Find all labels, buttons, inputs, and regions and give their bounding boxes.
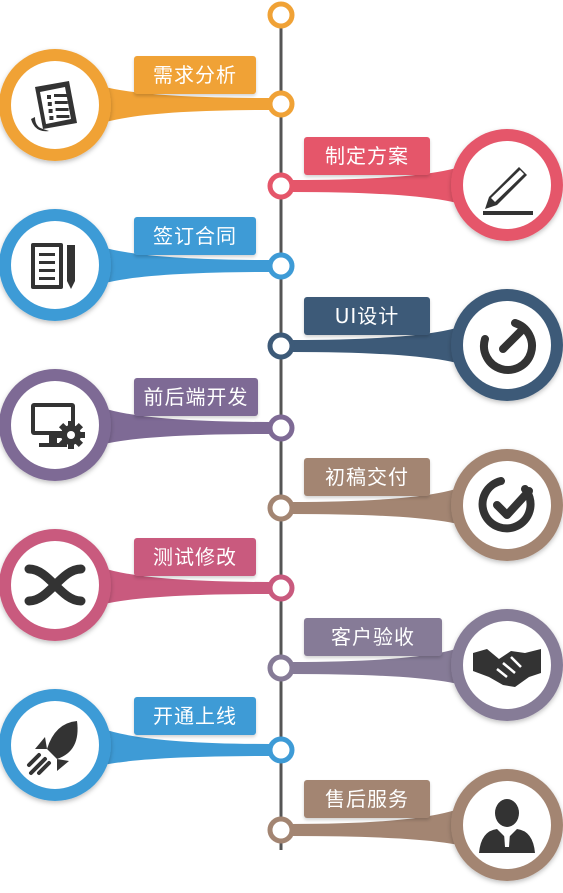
step-connector	[291, 799, 477, 851]
step-connector	[291, 159, 477, 211]
step-connector	[291, 479, 477, 531]
step-label-4: UI设计	[304, 297, 430, 335]
contract-pencil-icon	[31, 243, 75, 289]
power-dial-icon	[479, 319, 536, 374]
pen-icon	[483, 167, 533, 215]
step-connector	[291, 639, 477, 691]
crossing-arrows-icon	[24, 564, 86, 606]
timeline-node	[267, 654, 295, 682]
timeline-node	[267, 736, 295, 764]
step-label-2: 制定方案	[304, 137, 430, 175]
step-connector	[291, 319, 477, 371]
timeline-node	[267, 90, 295, 118]
rocket-icon	[27, 721, 78, 775]
step-connector	[85, 399, 271, 451]
step-1	[0, 49, 295, 161]
timeline-node	[267, 494, 295, 522]
step-label-9: 开通上线	[134, 697, 256, 735]
step-label-7: 测试修改	[134, 538, 256, 576]
step-6	[267, 449, 563, 561]
step-label-8: 客户验收	[304, 618, 442, 656]
step-label-10: 售后服务	[304, 780, 430, 818]
step-connector	[85, 79, 271, 131]
handshake-icon	[473, 649, 541, 687]
timeline-node	[267, 574, 295, 602]
step-label-6: 初稿交付	[304, 458, 430, 496]
timeline-node	[267, 816, 295, 844]
step-7	[0, 529, 295, 641]
monitor-gear-icon	[31, 403, 85, 449]
step-connector	[85, 559, 271, 611]
timeline-node	[267, 252, 295, 280]
step-connector	[85, 239, 271, 291]
step-label-1: 需求分析	[134, 56, 256, 94]
step-10	[267, 769, 563, 881]
document-list-icon	[31, 81, 77, 132]
step-5	[0, 369, 295, 481]
step-3	[0, 209, 295, 321]
customer-service-icon	[479, 799, 535, 853]
step-9	[0, 689, 295, 801]
step-4	[267, 289, 563, 401]
timeline-start-node	[267, 1, 295, 29]
step-label-3: 签订合同	[134, 217, 256, 255]
check-circle-icon	[478, 477, 535, 533]
timeline-node	[267, 414, 295, 442]
timeline-node	[267, 172, 295, 200]
step-label-5: 前后端开发	[134, 378, 258, 416]
step-circle-inner	[463, 461, 551, 549]
step-connector	[85, 719, 271, 771]
step-8	[267, 609, 563, 721]
timeline-node	[267, 332, 295, 360]
step-2	[267, 129, 563, 241]
